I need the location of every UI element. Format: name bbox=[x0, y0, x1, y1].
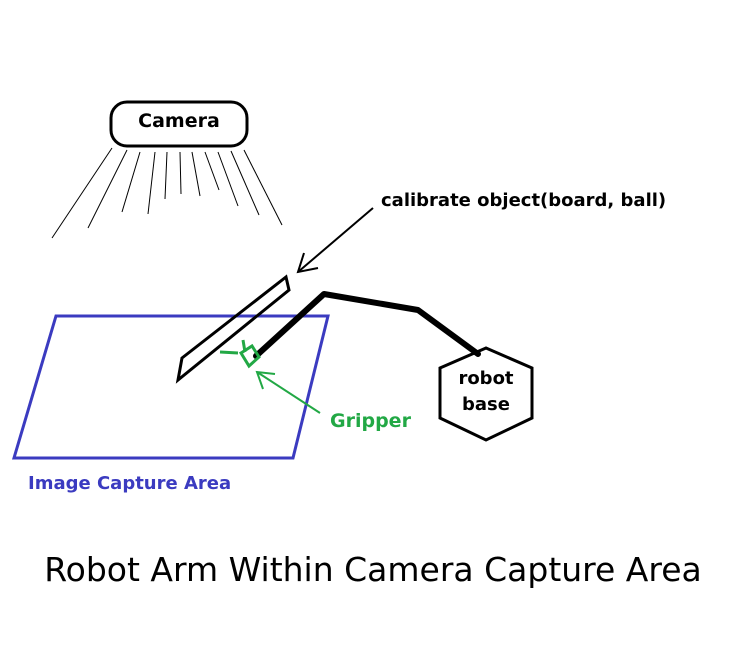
robot-base-hexagon bbox=[438, 346, 534, 442]
robot-base-label-line1: robot bbox=[458, 368, 514, 389]
gripper-shape bbox=[219, 339, 261, 369]
calibrate-arrow-shaft bbox=[297, 207, 374, 273]
camera-label: Camera bbox=[138, 110, 220, 132]
gripper-label: Gripper bbox=[330, 410, 411, 432]
calibrate-object-label: calibrate object(board, ball) bbox=[381, 190, 667, 211]
diagram-title: Robot Arm Within Camera Capture Area bbox=[44, 550, 702, 589]
robot-arm bbox=[253, 291, 481, 359]
camera-box bbox=[109, 100, 249, 148]
calibration-board bbox=[175, 274, 291, 384]
calibrate-arrow-head bbox=[296, 252, 319, 274]
robot-base-label-line2: base bbox=[462, 394, 510, 415]
gripper-arrow-shaft bbox=[256, 371, 321, 414]
robot-base-label: robot base bbox=[441, 366, 531, 418]
gripper-arrow-head bbox=[255, 370, 276, 390]
camera-rays bbox=[51, 147, 283, 239]
image-capture-area-label: Image Capture Area bbox=[28, 473, 232, 494]
